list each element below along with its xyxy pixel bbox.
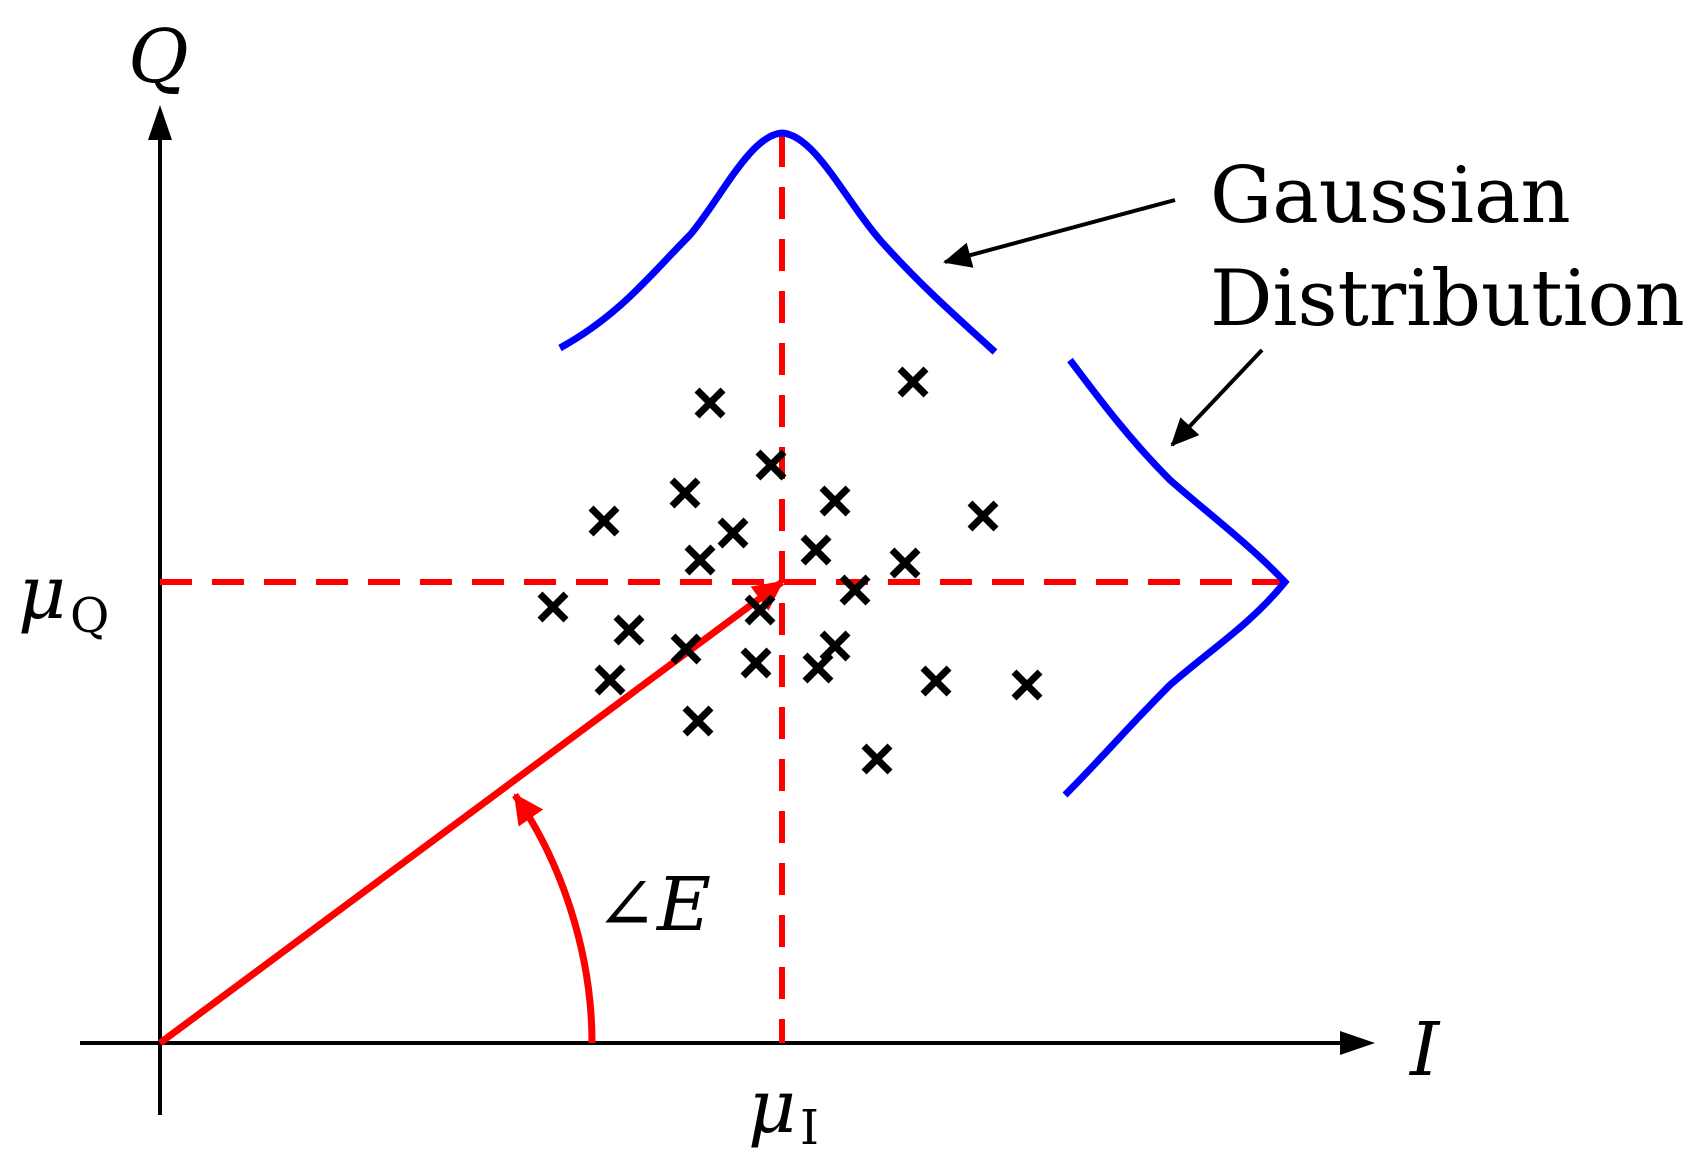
angle-arc [512,793,596,1044]
x-axis-arrowhead [1340,1031,1375,1055]
sample-marker [897,366,929,398]
sample-marker [682,705,714,737]
sample-marker [889,547,921,579]
gaussian-label-line1: Gaussian [1210,151,1571,241]
angle-label: ∠E [595,862,711,948]
gaussian-label-line2: Distribution [1210,254,1685,344]
gaussian-curve-q [1062,357,1290,798]
y-axis-arrowhead [148,105,172,140]
sample-marker [669,477,701,509]
y-axis-label: Q [128,14,189,100]
sample-marker [588,505,620,537]
sample-marker [744,594,776,626]
sample-marker [800,534,832,566]
sample-marker [684,544,716,576]
sample-marker [861,743,893,775]
mu-i-label: μ [748,1064,796,1150]
pointer-arrow-to-q-curve [1170,348,1264,447]
sample-marker [920,665,952,697]
sample-marker [670,633,702,665]
sample-marker [819,630,851,662]
mu-q-subscript: Q [70,588,109,644]
sample-marker [967,500,999,532]
mu-q-label: μ [18,550,66,636]
sample-markers [537,366,1043,775]
pointer-arrow-to-i-curve [943,198,1176,268]
mu-i-subscript: I [800,1100,819,1154]
sample-marker [717,517,749,549]
sample-marker [613,614,645,646]
sample-marker [839,574,871,606]
sample-marker [537,591,569,623]
x-axis-label: I [1408,1007,1441,1093]
gaussian-curve-i [558,129,998,355]
sample-marker [755,449,787,481]
sample-marker [594,664,626,696]
sample-marker [819,485,851,517]
sample-marker [1011,669,1043,701]
sample-marker [740,647,772,679]
sample-marker [694,387,726,419]
sample-marker [802,652,834,684]
